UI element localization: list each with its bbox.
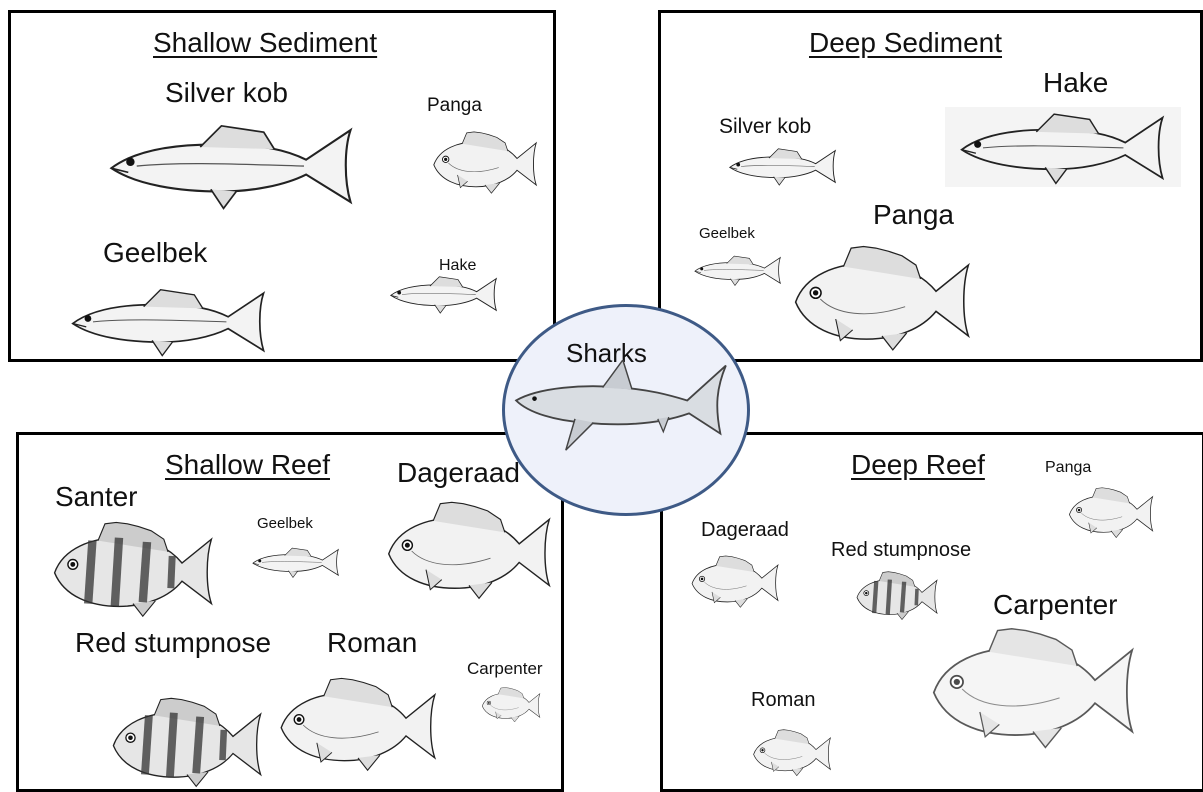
silver-kob-fish-icon	[727, 145, 839, 187]
hake-fish-icon	[385, 273, 503, 315]
fish-label-roman: Roman	[751, 689, 815, 712]
fish-label-silver-kob: Silver kob	[165, 77, 288, 109]
panel-shallow-reef: Shallow Reef Santer Geelbek Dageraad Red…	[16, 432, 564, 792]
fish-label-roman: Roman	[327, 627, 417, 659]
fish-label-dageraad: Dageraad	[701, 519, 789, 542]
panga-fish-icon	[429, 131, 541, 195]
panel-shallow-sediment: Shallow Sediment Silver kob Panga Geelbe…	[8, 10, 556, 362]
roman-fish-icon	[749, 729, 835, 777]
hake-fish-icon	[945, 107, 1181, 187]
roman-fish-icon	[275, 677, 441, 773]
geelbek-fish-icon	[51, 283, 287, 359]
carpenter-fish-icon	[895, 627, 1171, 751]
shark-icon	[510, 360, 732, 452]
fish-label-panga: Panga	[1045, 459, 1091, 477]
panga-fish-icon	[789, 245, 975, 353]
fish-label-hake: Hake	[1043, 67, 1108, 99]
fish-label-santer: Santer	[55, 481, 138, 513]
geelbek-fish-icon	[689, 253, 787, 287]
fish-label-panga: Panga	[873, 199, 954, 231]
dageraad-fish-icon	[689, 555, 781, 609]
geelbek-fish-icon	[247, 545, 345, 579]
fish-label-dageraad: Dageraad	[397, 457, 520, 489]
panel-deep-reef: Deep Reef Panga Dageraad Red stumpnose C…	[660, 432, 1203, 792]
santer-fish-icon	[43, 521, 223, 619]
fish-label-geelbek: Geelbek	[103, 237, 207, 269]
fish-label-panga: Panga	[427, 95, 482, 117]
dageraad-fish-icon	[383, 499, 555, 603]
panga-fish-icon	[1063, 487, 1159, 539]
panel-title: Deep Sediment	[809, 27, 1002, 59]
fish-label-red-stumpnose: Red stumpnose	[831, 539, 971, 562]
panel-deep-sediment: Deep Sediment Silver kob Hake Panga Geel…	[658, 10, 1203, 362]
red-stumpnose-fish-icon	[107, 697, 267, 789]
panel-title: Deep Reef	[851, 449, 985, 481]
silver-kob-fish-icon	[105, 113, 359, 217]
fish-label-carpenter: Carpenter	[993, 589, 1118, 621]
fish-label-red-stumpnose: Red stumpnose	[75, 627, 271, 659]
carpenter-fish-icon	[469, 687, 553, 723]
red-stumpnose-fish-icon	[849, 571, 945, 621]
fish-label-geelbek: Geelbek	[699, 225, 755, 242]
fish-label-silver-kob: Silver kob	[719, 115, 811, 139]
panel-title: Shallow Sediment	[153, 27, 377, 59]
fish-label-geelbek: Geelbek	[257, 515, 313, 532]
panel-title: Shallow Reef	[165, 449, 330, 481]
fish-label-carpenter: Carpenter	[467, 659, 543, 679]
